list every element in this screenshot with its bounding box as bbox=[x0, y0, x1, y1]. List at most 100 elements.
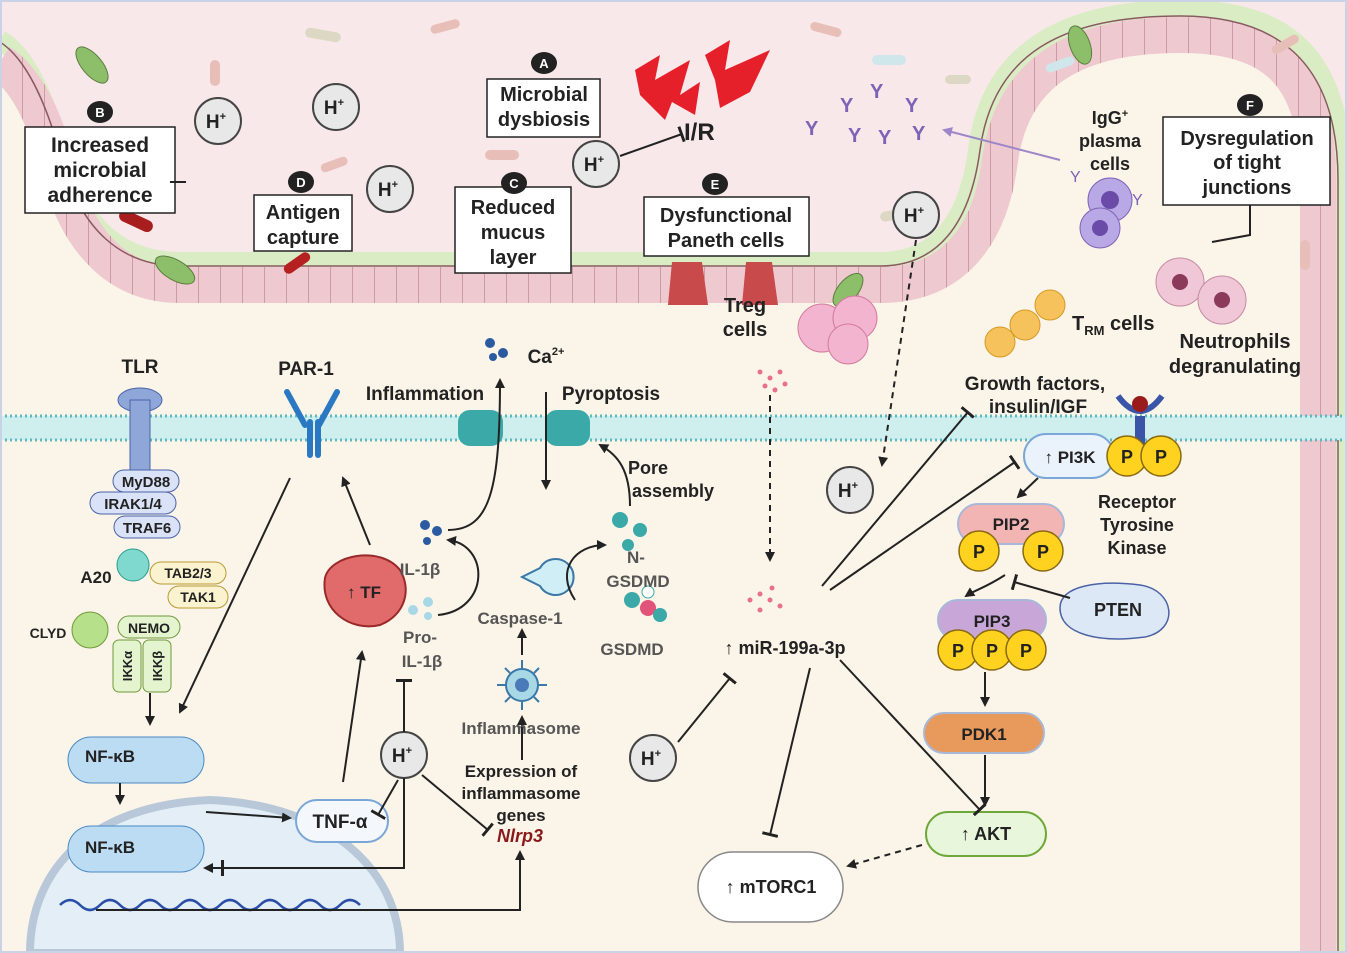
svg-text:NEMO: NEMO bbox=[128, 620, 170, 636]
panel-b-line2: microbial bbox=[53, 159, 146, 182]
panel-b-line1: Increased bbox=[51, 134, 149, 157]
proton-labels: H+ H+ H+ H+ H+ H+ H+ H+ bbox=[206, 97, 924, 770]
bacteria-group bbox=[119, 19, 1310, 274]
svg-text:H+: H+ bbox=[584, 154, 604, 176]
gsdmd-fragments bbox=[612, 512, 667, 622]
svg-text:H+: H+ bbox=[641, 748, 661, 770]
tlr-label: TLR bbox=[122, 357, 159, 378]
panel-d-line1: Antigen bbox=[266, 202, 340, 224]
par1-receptor-icon bbox=[284, 389, 340, 458]
calcium-label: Ca2+ bbox=[528, 346, 565, 368]
svg-text:TAK1: TAK1 bbox=[180, 589, 216, 605]
svg-text:Y: Y bbox=[912, 123, 926, 145]
phospho-circles bbox=[937, 435, 1182, 671]
tnf-box bbox=[295, 799, 389, 843]
panel-c-line2: mucus bbox=[481, 222, 545, 244]
tf-shape bbox=[323, 554, 407, 628]
panel-f-line3: junctions bbox=[1202, 177, 1292, 199]
panel-b-line3: adherence bbox=[47, 184, 152, 207]
caspase1-icon bbox=[519, 558, 575, 596]
rtk-line1: Receptor bbox=[1098, 492, 1176, 512]
pro-il1b-line2: IL-1β bbox=[402, 652, 443, 671]
rtk-line2: Tyrosine bbox=[1100, 515, 1174, 535]
igg-label-line2: plasma bbox=[1079, 131, 1142, 151]
svg-text:TRAF6: TRAF6 bbox=[123, 520, 171, 537]
svg-text:H+: H+ bbox=[378, 179, 398, 201]
svg-text:P: P bbox=[952, 641, 964, 661]
nfkb-shapes bbox=[67, 736, 205, 873]
svg-text:H+: H+ bbox=[206, 111, 226, 133]
svg-text:P: P bbox=[1037, 542, 1049, 562]
igg-label-line1: IgG+ bbox=[1092, 108, 1128, 128]
svg-text:Y: Y bbox=[878, 127, 892, 149]
svg-text:Y: Y bbox=[1132, 192, 1143, 209]
goblet-cells bbox=[75, 25, 1093, 308]
svg-text:Y: Y bbox=[1070, 169, 1081, 186]
svg-text:IKKα: IKKα bbox=[120, 651, 135, 681]
pyroptosis-label: Pyroptosis bbox=[562, 384, 660, 405]
svg-text:MyD88: MyD88 bbox=[122, 474, 170, 491]
panel-a-line2: dysbiosis bbox=[498, 109, 590, 131]
pathway-arrows bbox=[96, 126, 1251, 911]
letter-badges bbox=[87, 52, 1263, 195]
trm-cells bbox=[984, 289, 1066, 358]
svg-text:Y: Y bbox=[805, 118, 819, 140]
panel-e-letter: E bbox=[711, 177, 720, 192]
pore-assembly-line2: assembly bbox=[632, 481, 714, 501]
pore-assembly-line1: Pore bbox=[628, 458, 668, 478]
nlrp3-label: Nlrp3 bbox=[497, 826, 543, 846]
panel-c-line3: layer bbox=[490, 247, 537, 269]
il1b-label: IL-1β bbox=[400, 560, 441, 579]
mir-label: ↑ miR-199a-3p bbox=[724, 638, 845, 658]
n-gsdmd-line2: GSDMD bbox=[606, 572, 669, 591]
proton-circles bbox=[194, 83, 940, 782]
panel-d-letter: D bbox=[296, 175, 305, 190]
n-gsdmd-line1: N- bbox=[627, 548, 645, 567]
growth-factors-line1: Growth factors, bbox=[965, 374, 1105, 395]
igg-label-line3: cells bbox=[1090, 154, 1130, 174]
svg-text:IRAK1/4: IRAK1/4 bbox=[104, 496, 162, 513]
panel-a-letter: A bbox=[539, 56, 549, 71]
par1-label: PAR-1 bbox=[278, 359, 334, 380]
pip3-label: PIP3 bbox=[974, 612, 1011, 631]
growth-factors-line2: insulin/IGF bbox=[989, 397, 1087, 418]
lightning-icon bbox=[635, 40, 770, 120]
svg-text:P: P bbox=[973, 542, 985, 562]
panel-e-line2: Paneth cells bbox=[668, 230, 785, 252]
tf-label: ↑ TF bbox=[347, 583, 381, 602]
inflammation-label: Inflammation bbox=[366, 384, 484, 405]
pore-channel bbox=[458, 410, 590, 446]
panel-b-letter: B bbox=[95, 105, 104, 120]
caspase1-label: Caspase-1 bbox=[477, 609, 562, 628]
phospho-labels: P P P P P P P bbox=[952, 447, 1167, 661]
pip2-label: PIP2 bbox=[993, 515, 1030, 534]
tlr-complex bbox=[71, 469, 229, 693]
panel-d-line2: capture bbox=[267, 227, 339, 249]
svg-text:P: P bbox=[986, 641, 998, 661]
treg-label-line2: cells bbox=[723, 319, 767, 341]
expression-line1: Expression of bbox=[465, 762, 578, 781]
tlr-receptor-icon bbox=[117, 387, 163, 471]
neutrophils-label-line1: Neutrophils bbox=[1179, 331, 1290, 353]
tnf-label: TNF-α bbox=[313, 812, 368, 833]
pro-il1b-line1: Pro- bbox=[403, 628, 437, 647]
expression-line3: genes bbox=[496, 806, 545, 825]
panel-boxes bbox=[24, 78, 1331, 274]
svg-text:A20: A20 bbox=[80, 568, 111, 587]
neutrophils bbox=[1155, 257, 1247, 325]
ir-label: I/R bbox=[684, 119, 715, 146]
svg-text:TAB2/3: TAB2/3 bbox=[164, 565, 211, 581]
neutrophils-label-line2: degranulating bbox=[1169, 356, 1301, 378]
panel-c-line1: Reduced bbox=[471, 197, 555, 219]
svg-text:CLYD: CLYD bbox=[30, 625, 67, 641]
panel-c-letter: C bbox=[509, 176, 519, 191]
svg-text:H+: H+ bbox=[838, 480, 858, 502]
igg-secretion-arrow bbox=[942, 127, 1061, 161]
inflammasome-icon bbox=[497, 660, 547, 710]
svg-text:H+: H+ bbox=[392, 745, 412, 767]
treg-label-line1: Treg bbox=[724, 295, 766, 317]
mtorc1-label: ↑ mTORC1 bbox=[726, 877, 817, 897]
pten-label: PTEN bbox=[1094, 600, 1142, 620]
